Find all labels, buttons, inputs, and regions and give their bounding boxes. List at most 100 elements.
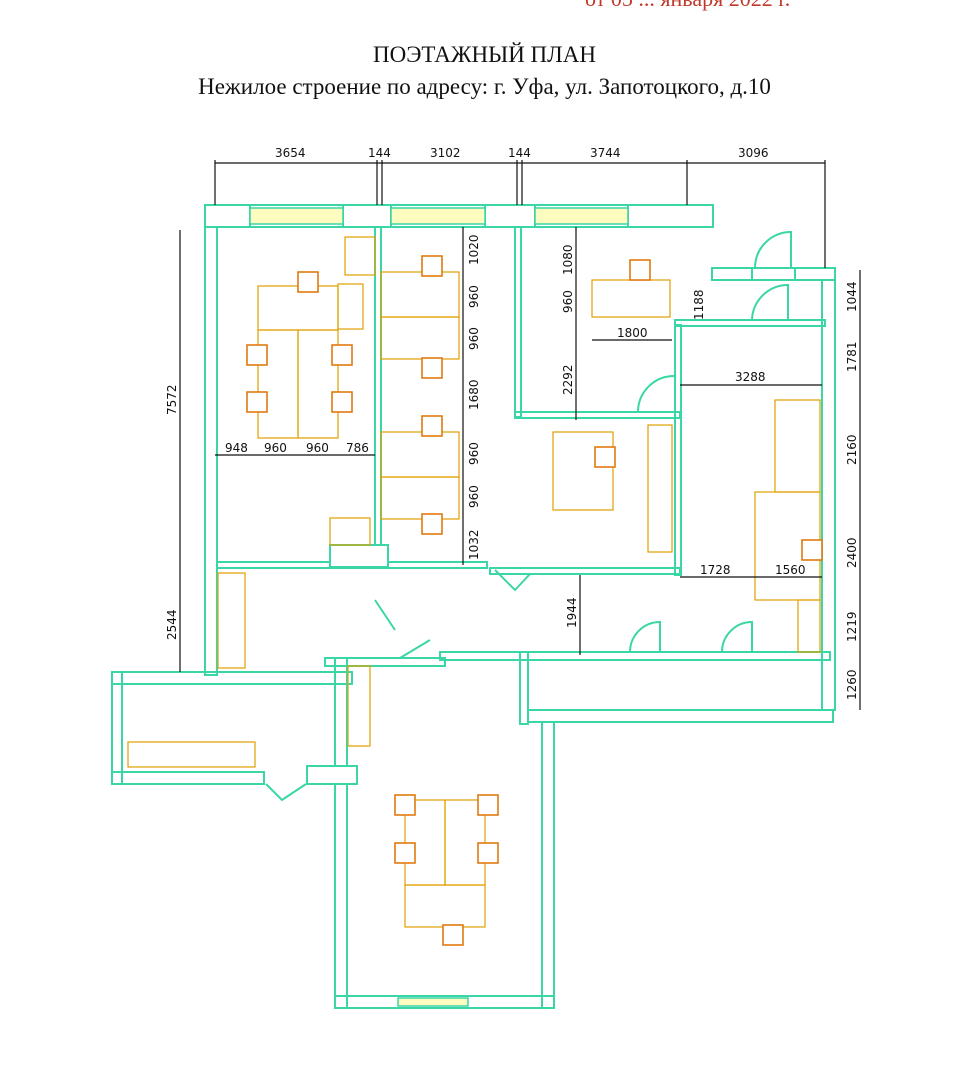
furniture-element <box>404 884 486 928</box>
stamp-text: от 05 ... января 2022 г. <box>585 0 790 12</box>
chairs-element <box>629 259 651 281</box>
dim-label: 3744 <box>590 146 621 160</box>
walls-element <box>711 267 753 281</box>
windows-element <box>534 207 629 225</box>
dim-label: 2292 <box>561 364 575 395</box>
chairs-element <box>331 391 353 413</box>
plan-subtitle: Нежилое строение по адресу: г. Уфа, ул. … <box>198 74 771 99</box>
windows-element <box>249 207 344 225</box>
dim-label: 3654 <box>275 146 306 160</box>
plan-title: ПОЭТАЖНЫЙ ПЛАН <box>373 42 596 67</box>
dimension-labels: 3654 144 3102 144 3744 3096 7572 2544 94… <box>165 146 859 700</box>
walls-element <box>514 411 681 419</box>
dim-label: 960 <box>467 485 481 508</box>
furniture-element <box>774 399 821 493</box>
furniture-element <box>797 599 821 653</box>
chairs-element <box>421 513 443 535</box>
dim-label: 7572 <box>165 384 179 415</box>
dim-label: 1260 <box>845 669 859 700</box>
dim-label: 2400 <box>845 537 859 568</box>
furniture-element <box>552 431 614 511</box>
doors <box>265 230 792 802</box>
walls-element <box>111 771 265 785</box>
dim-label: 1032 <box>467 529 481 560</box>
doors-element <box>494 569 531 592</box>
windows <box>249 207 629 1007</box>
doors-element <box>754 230 792 269</box>
walls-element <box>334 657 348 1009</box>
chairs-element <box>594 446 616 468</box>
doors-element <box>629 620 661 653</box>
walls-element <box>342 204 392 228</box>
furniture-element <box>380 316 460 360</box>
furniture-element <box>380 431 460 478</box>
chairs-element <box>331 344 353 366</box>
dim-label: 144 <box>368 146 391 160</box>
dim-label: 1219 <box>845 611 859 642</box>
dim-label: 960 <box>467 327 481 350</box>
walls-element <box>204 204 218 676</box>
chairs-element <box>442 924 464 946</box>
dim-label: 960 <box>561 290 575 313</box>
dimension-lines <box>179 160 861 710</box>
dim-label: 1944 <box>565 597 579 628</box>
furniture-element <box>647 424 673 553</box>
dim-label: 1188 <box>692 289 706 320</box>
dim-label: 1560 <box>775 563 806 577</box>
walls-element <box>204 204 251 228</box>
furniture-element <box>127 741 256 768</box>
walls-element <box>334 995 555 1009</box>
walls-element <box>794 267 836 281</box>
walls-element <box>821 267 836 711</box>
walls-element <box>519 651 529 725</box>
dim-label: 3102 <box>430 146 461 160</box>
dim-label: 1800 <box>617 326 648 340</box>
chairs-element <box>421 255 443 277</box>
walls-element <box>674 324 682 576</box>
dim-label: 1080 <box>561 244 575 275</box>
chairs-element <box>801 539 823 561</box>
walls-element <box>484 204 536 228</box>
chairs-element <box>394 794 416 816</box>
furniture-element <box>591 279 671 318</box>
walls-element <box>527 709 834 723</box>
dim-label: 2544 <box>165 609 179 640</box>
walls-element <box>514 226 522 418</box>
doors-element <box>265 783 307 802</box>
walls-element <box>306 765 358 785</box>
chairs-element <box>421 357 443 379</box>
dim-label: 1728 <box>700 563 731 577</box>
dim-label: 960 <box>467 285 481 308</box>
chairs-element <box>477 842 499 864</box>
walls-element <box>674 319 826 327</box>
dim-label: 1020 <box>467 234 481 265</box>
dim-label: 960 <box>306 441 329 455</box>
walls-element <box>329 544 389 568</box>
dim-label: 1680 <box>467 379 481 410</box>
dim-label: 960 <box>264 441 287 455</box>
furniture-element <box>217 572 246 669</box>
windows-element <box>397 997 469 1007</box>
windows-element <box>390 207 486 225</box>
dim-label: 2160 <box>845 434 859 465</box>
furniture-element <box>380 476 460 520</box>
walls <box>111 204 836 1009</box>
chairs-element <box>477 794 499 816</box>
dim-label: 786 <box>346 441 369 455</box>
walls-element <box>111 671 353 685</box>
furniture-element <box>337 283 364 330</box>
dim-label: 948 <box>225 441 248 455</box>
furniture-element <box>380 271 460 318</box>
chairs-element <box>421 415 443 437</box>
doors-element <box>374 599 431 659</box>
dim-label: 960 <box>467 442 481 465</box>
dim-label: 1044 <box>845 281 859 312</box>
chairs-element <box>246 391 268 413</box>
walls-element <box>627 204 714 228</box>
walls-element <box>439 651 831 661</box>
furniture-element <box>344 236 376 276</box>
walls-element <box>324 657 446 667</box>
chairs-element <box>246 344 268 366</box>
